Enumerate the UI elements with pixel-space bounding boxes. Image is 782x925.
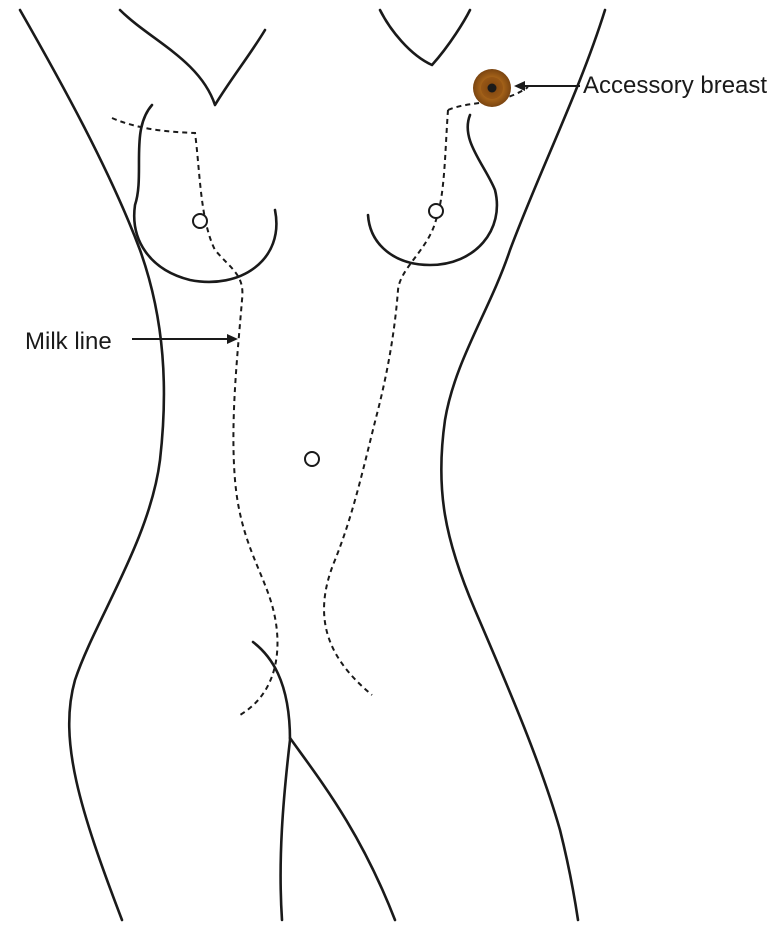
left-torso-outline bbox=[20, 10, 164, 920]
right-breast-outline bbox=[368, 115, 497, 265]
right-nipple bbox=[429, 204, 443, 218]
right-torso-outline bbox=[441, 10, 605, 920]
navel bbox=[305, 452, 319, 466]
neck-right-outline bbox=[380, 10, 470, 65]
left-nipple bbox=[193, 214, 207, 228]
right-leg-outline bbox=[290, 738, 395, 920]
left-breast-outline bbox=[134, 105, 276, 282]
accessory-breast-arrow bbox=[514, 81, 580, 91]
left-leg-outline bbox=[253, 642, 290, 920]
milk-line-label: Milk line bbox=[25, 330, 112, 354]
accessory-breast-icon bbox=[473, 69, 511, 107]
milk-line-left bbox=[112, 118, 277, 715]
neck-left-outline bbox=[120, 10, 265, 105]
milk-line-arrow bbox=[132, 334, 238, 344]
accessory-breast-label: Accessory breast bbox=[583, 74, 767, 98]
milk-line-right bbox=[324, 110, 448, 695]
